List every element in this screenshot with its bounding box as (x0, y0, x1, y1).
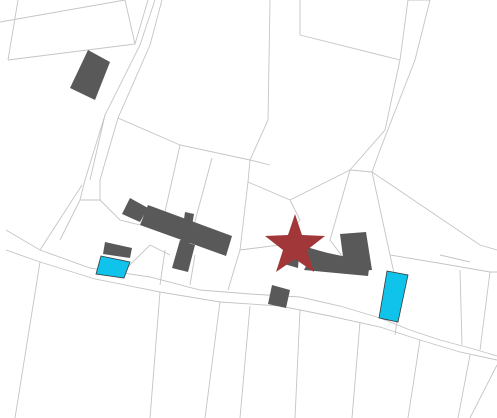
parcel-line (117, 117, 271, 166)
parcel-line (457, 354, 471, 418)
parcel-line (371, 171, 497, 273)
parcel-line (247, 0, 301, 221)
parcel-line (204, 301, 221, 418)
parcel-line (329, 169, 351, 261)
parcel-line (459, 269, 463, 346)
parcel-line (0, 0, 126, 23)
parcel-line (479, 271, 491, 351)
parcel-line (149, 244, 171, 256)
building (70, 50, 110, 100)
building (103, 242, 132, 258)
parcel-line (159, 249, 166, 286)
parcel-line (439, 254, 471, 263)
building (304, 250, 370, 276)
street-edge-north (5, 229, 497, 357)
parcel-line (294, 309, 301, 418)
highlighted-building (95, 255, 131, 279)
parcel-line (14, 261, 41, 418)
parcel-line (189, 254, 196, 286)
parcel-line (39, 184, 83, 251)
parcel-line (59, 199, 100, 241)
building (180, 212, 194, 250)
building (268, 285, 290, 308)
building (122, 198, 148, 222)
parcel-line (124, 0, 136, 45)
parcel-line (469, 364, 497, 418)
parcel-line (299, 34, 401, 61)
parcel-line (349, 169, 373, 173)
parcel-line (349, 59, 401, 171)
buildings (70, 50, 372, 308)
highlighted-building (378, 270, 409, 323)
parcel-line (7, 0, 19, 61)
parcel-line (407, 339, 421, 418)
parcel-line (351, 321, 361, 418)
parcel-line (149, 291, 161, 418)
parcel-line (371, 171, 497, 251)
parcel-line (289, 169, 351, 201)
parcel-line (89, 114, 106, 181)
highlighted-buildings (95, 255, 409, 323)
parcel-line (99, 199, 141, 226)
parcel-line (371, 0, 431, 173)
parcel-line (399, 0, 409, 61)
star-icon[interactable] (265, 214, 325, 272)
building (172, 240, 195, 272)
parcel-line (239, 305, 251, 418)
parcel-line (193, 157, 213, 226)
